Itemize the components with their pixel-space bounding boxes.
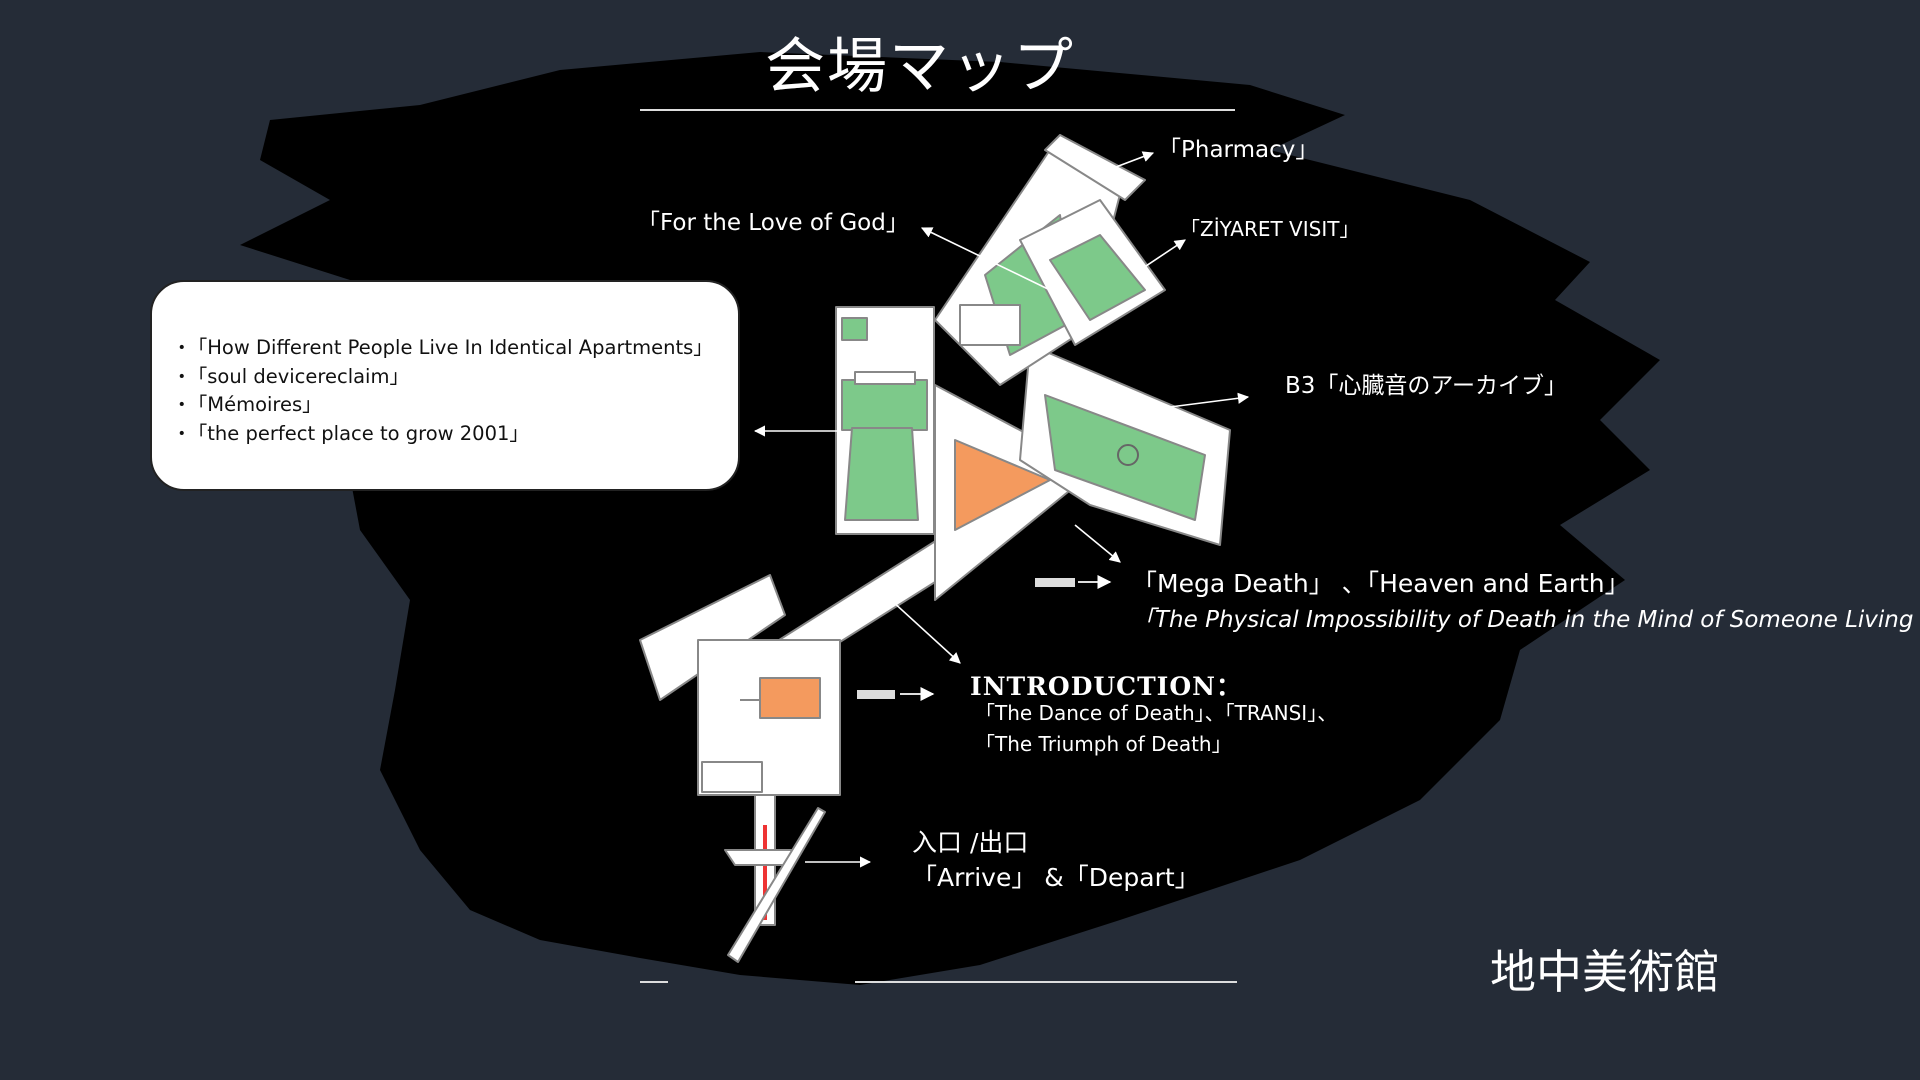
artwork-list-item: 「Mémoires」 xyxy=(172,391,738,420)
floor-markers xyxy=(857,575,1112,701)
artwork-list: 「How Different People Live In Identical … xyxy=(172,334,738,448)
mega-death-label: 「Mega Death」 、「Heaven and Earth」 xyxy=(1132,569,1630,598)
introduction-line-2: 「The Triumph of Death」 xyxy=(975,732,1232,756)
b3-archive-label: B3「心臓音のアーカイブ」 xyxy=(1285,373,1568,399)
artwork-list-item: 「How Different People Live In Identical … xyxy=(172,334,738,363)
introduction-line-1: 「The Dance of Death」、「TRANSI」、 xyxy=(975,701,1338,725)
physical-impossibility-label: 「The Physical Impossibility of Death in … xyxy=(1132,607,1914,633)
page-title: 会場マップ xyxy=(765,32,1075,102)
pharmacy-label: 「Pharmacy」 xyxy=(1158,137,1319,163)
entrance-en-label: 「Arrive」 &「Depart」 xyxy=(912,863,1200,892)
entrance-jp-label: 入口 /出口 xyxy=(912,828,1029,857)
callout-arrows xyxy=(753,151,1250,868)
introduction-heading: INTRODUCTION： xyxy=(970,672,1243,701)
floor-plan xyxy=(639,134,1231,963)
for-the-love-of-god-label: 「For the Love of God」 xyxy=(637,210,909,236)
artwork-callout-box: 「How Different People Live In Identical … xyxy=(150,280,740,491)
entrance-ramp xyxy=(727,807,826,963)
museum-name: 地中美術館 xyxy=(1490,945,1720,999)
artwork-list-item: 「soul devicereclaim」 xyxy=(172,363,738,392)
artwork-list-item: 「the perfect place to grow 2001」 xyxy=(172,420,738,449)
ziyaret-visit-label: 「ZİYARET VISIT」 xyxy=(1180,217,1360,241)
pharmacy-room xyxy=(1044,134,1146,201)
